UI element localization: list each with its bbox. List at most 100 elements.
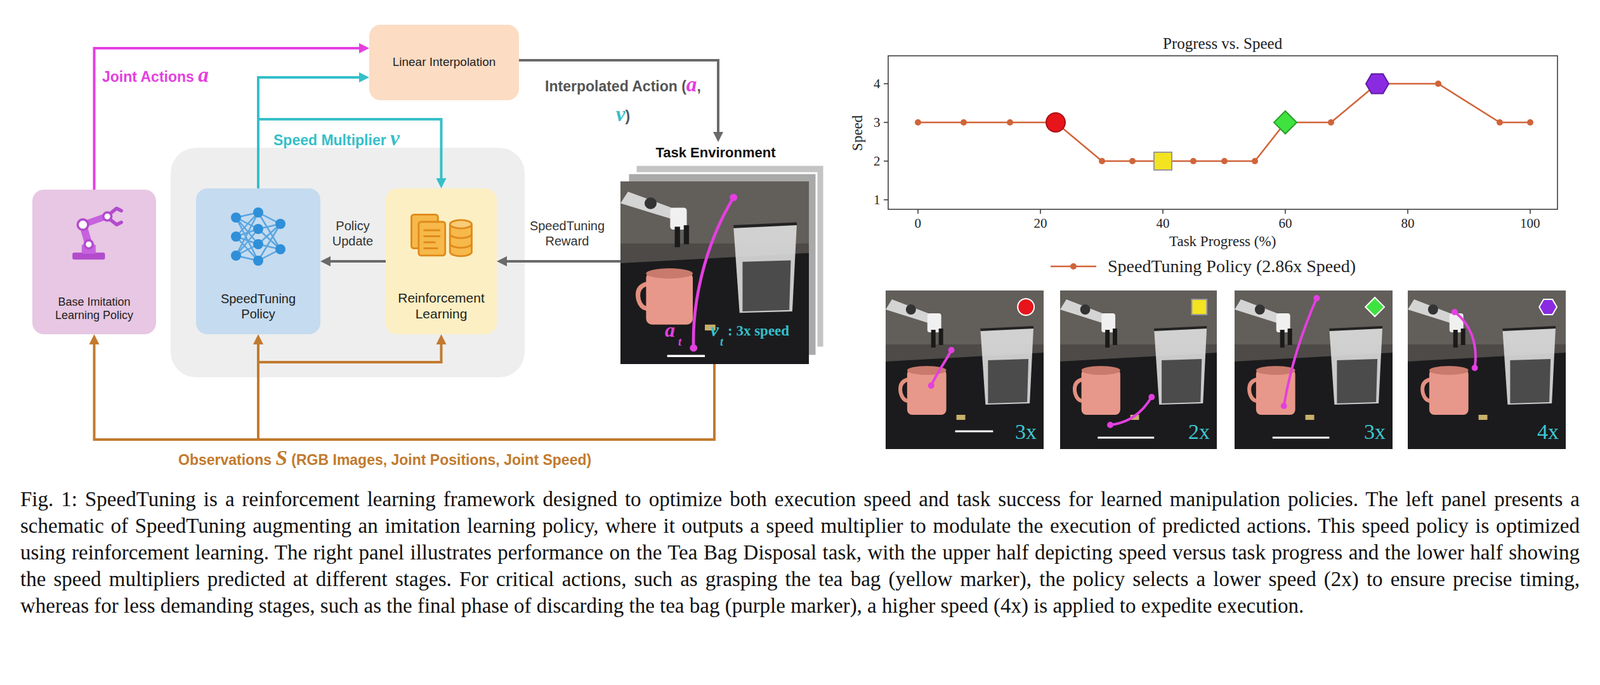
tick-label: 40 (1156, 215, 1170, 232)
illustration-part (1407, 290, 1566, 450)
illustration-part (1060, 290, 1217, 450)
illustration-part (1435, 80, 1442, 87)
box-label: Linear Interpolation (392, 55, 497, 70)
box-label: Base Imitation Learning Policy (41, 295, 148, 323)
illustration-part (960, 119, 967, 126)
illustration-part (620, 181, 809, 365)
illustration-part (1110, 397, 1152, 426)
connector (258, 72, 370, 189)
connector-line (258, 119, 442, 189)
edge-label: Speed Multiplier v (273, 125, 400, 151)
photo-stage-4 (1407, 290, 1566, 450)
arrow-head (496, 256, 507, 267)
axis-title: Task Progress (%) (1169, 232, 1276, 251)
policy-box: SpeedTuning Policy (196, 188, 321, 335)
legend-text: SpeedTuning Policy (2.86x Speed) (1107, 255, 1356, 278)
illustration-part (1191, 299, 1207, 315)
speed-multiplier: 4x (1537, 419, 1559, 446)
arrow-head (436, 334, 447, 345)
speed-multiplier: 3x (1015, 419, 1037, 446)
illustration-part (253, 239, 264, 250)
illustration-part (449, 234, 472, 249)
illustration-part (1098, 157, 1106, 165)
axis-title: Speed (848, 115, 867, 151)
illustration-part (888, 55, 1558, 210)
arrow-head (359, 43, 370, 54)
connector (258, 334, 715, 440)
connector (320, 256, 386, 267)
illustration-part (230, 207, 286, 266)
illustration-part (253, 207, 264, 218)
edge-label: Policy Update (324, 218, 382, 249)
illustration-part (77, 219, 89, 231)
illustration-part (729, 194, 738, 202)
illustration-part (423, 230, 441, 249)
illustration-part (1471, 364, 1479, 372)
box-label: Reinforcement Learning (393, 289, 490, 322)
process-box: Reinforcement Learning (385, 188, 497, 335)
arrow-head (713, 131, 724, 143)
illustration-part (230, 231, 242, 242)
module-group-region (170, 147, 525, 378)
connector-line (505, 260, 621, 263)
illustration-part (928, 382, 935, 389)
illustration-part (1272, 437, 1330, 440)
illustration-part (1190, 157, 1197, 165)
illustration-part (1221, 157, 1228, 165)
symbol-label: v (710, 318, 719, 342)
subscript-label: t (720, 335, 724, 350)
connector (89, 334, 715, 440)
illustration-part (689, 344, 698, 353)
illustration-part (914, 80, 1534, 165)
illustration-part (948, 347, 955, 354)
illustration-part (1017, 298, 1035, 316)
edge-label: Joint Actions a (102, 62, 209, 88)
illustration-part (667, 355, 705, 358)
connector-line (518, 60, 719, 134)
illustration-part (1070, 263, 1077, 270)
connector (496, 256, 621, 267)
photo-stage-1 (885, 290, 1044, 450)
tick-label: 20 (1034, 215, 1048, 232)
illustration-part (883, 83, 1531, 214)
edge-label: SpeedTuning Reward (522, 218, 612, 249)
illustration-part (1284, 298, 1318, 407)
tick-label: 4 (873, 76, 881, 92)
illustration-part (1280, 402, 1288, 410)
illustration-part (931, 350, 952, 386)
illustration-part (1129, 157, 1136, 165)
math-symbol: v (616, 102, 626, 126)
box-label: SpeedTuning Policy (204, 291, 312, 322)
tick-label: 100 (1520, 215, 1541, 232)
symbol-label: a (664, 317, 676, 342)
illustration-part (1154, 152, 1172, 171)
illustration-part (253, 223, 264, 235)
chart-title: Progress vs. Speed (1162, 34, 1283, 54)
illustration-part (1251, 157, 1259, 165)
photo-stage-3 (1234, 290, 1393, 450)
illustration-part (1327, 119, 1335, 126)
line-chart (883, 55, 1558, 270)
illustration-part (275, 218, 286, 230)
illustration-part (693, 197, 734, 348)
illustration-part (955, 430, 994, 433)
illustration-part (914, 119, 922, 126)
illustration-part (1365, 297, 1385, 317)
connector-line (94, 343, 715, 440)
math-symbol: v (390, 126, 400, 150)
connector (94, 43, 370, 190)
illustration-part (110, 208, 122, 226)
connector (518, 60, 724, 143)
illustration-part (236, 212, 281, 261)
subscript-label: t (678, 335, 682, 350)
connector (258, 119, 447, 189)
math-symbol: a (197, 62, 209, 87)
neural-network-icon (220, 204, 297, 269)
edge-label: Interpolated Action (a, v) (539, 69, 707, 129)
illustration-part (84, 240, 93, 249)
policy-box: Base Imitation Learning Policy (32, 189, 157, 335)
illustration-part (1539, 299, 1557, 315)
tick-label: 80 (1401, 215, 1415, 232)
illustration-part (275, 244, 286, 255)
